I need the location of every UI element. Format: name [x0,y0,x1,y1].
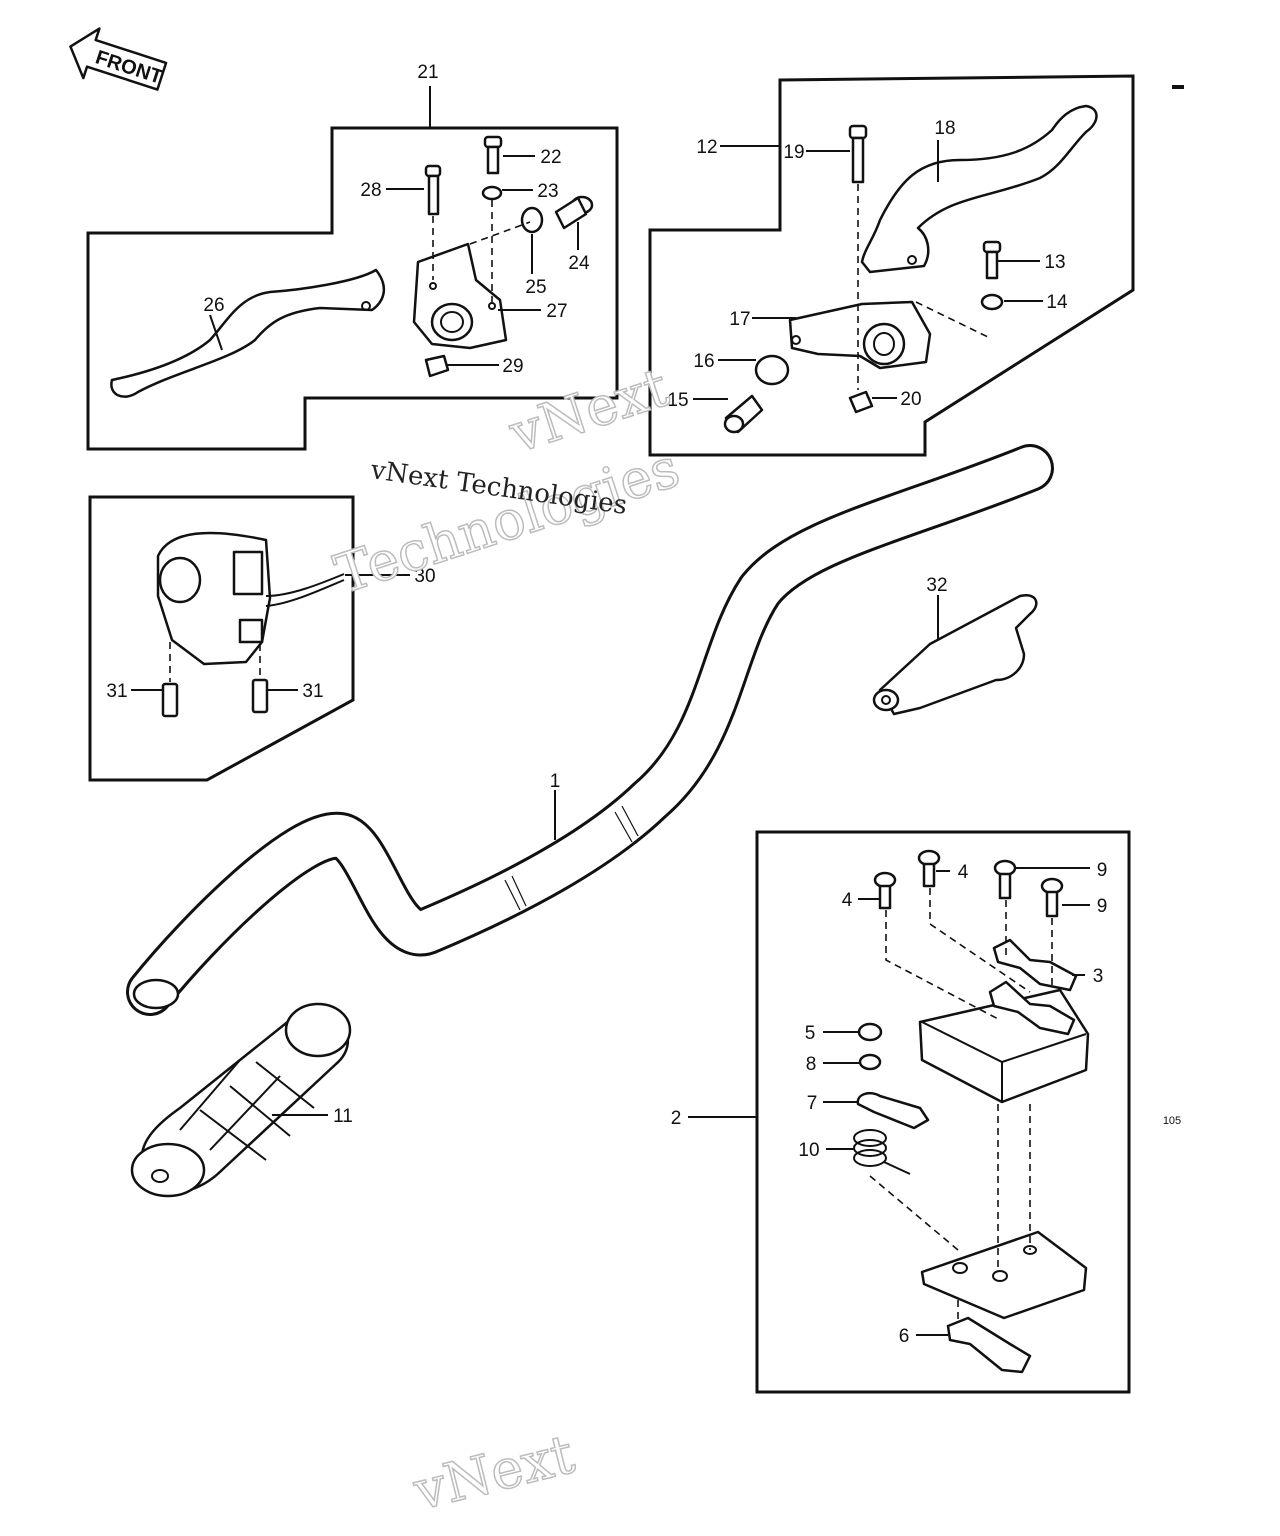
callout: 9 [1097,860,1108,881]
handlebar-1 [126,444,1054,1016]
callout: 15 [667,390,688,411]
callout: 19 [783,142,804,163]
callout: 30 [414,566,435,587]
callout: 25 [525,277,546,298]
callout: 18 [934,118,955,139]
callout: 4 [958,862,969,883]
box-2-outline [755,830,1131,1394]
callout: 26 [203,295,224,316]
callout: 12 [696,137,717,158]
knurl-marks [504,805,639,911]
bolt-13 [982,240,1002,280]
callout: 24 [568,253,590,274]
callout: 23 [537,181,558,202]
callout: 14 [1046,292,1068,313]
washer-23 [481,185,503,201]
adjuster-15 [723,394,764,434]
nut-20 [848,390,874,414]
screw-9-right [1040,877,1064,918]
bolt-22 [483,135,503,175]
bolt-19 [848,124,868,184]
grip-11 [130,1002,352,1198]
callout: 22 [540,147,561,168]
screw-4-left [873,871,897,910]
lever-holder-27 [412,242,508,350]
page-code: 105 [1163,1115,1181,1127]
screw-4-right [917,849,941,888]
callout: 31 [302,681,323,702]
callout: 8 [806,1054,817,1075]
callout: 17 [729,309,750,330]
callout: 32 [926,575,947,596]
callout: 2 [671,1108,682,1129]
lever-holder-17 [788,300,932,370]
watermark-bottom: vNext [406,1422,581,1524]
nut-5 [857,1022,883,1042]
cover-32 [872,593,1038,716]
clamp-3 [988,938,1078,1036]
callout: 1 [550,771,561,792]
callout: 3 [1093,966,1104,987]
switch-housing-30 [156,531,345,666]
callout: 20 [900,389,921,410]
washer-14 [980,293,1004,311]
callout: 27 [546,301,567,322]
leader-lines [131,140,1090,1336]
washer-25 [520,206,544,234]
callout: 10 [798,1140,819,1161]
screw-31-right [251,678,269,714]
screw-9-left [993,859,1017,900]
callout: 13 [1044,252,1065,273]
callout: 28 [360,180,381,201]
adjuster-24 [554,195,594,230]
callout: 7 [807,1093,818,1114]
callout: 16 [693,351,714,372]
switch-6 [946,1316,1032,1374]
callout: 11 [333,1106,353,1127]
box-12-outline [648,74,1135,457]
spring-10 [853,1129,911,1175]
lever-18 [860,104,1098,274]
callout: 9 [1097,896,1108,917]
box-21-outline [86,126,619,451]
callout: 6 [899,1326,910,1347]
callout-labels: 1 2 3 4 4 5 6 7 8 9 9 10 11 12 13 14 15 … [106,62,1107,1347]
handlebar-end [132,978,180,1010]
callout: 21 [417,62,438,83]
washer-8 [858,1053,882,1071]
callout: 5 [805,1023,816,1044]
box-30-outline [88,495,355,782]
watermark-word-3: vNext [407,1422,581,1523]
nut-16 [754,354,790,386]
screw-31-left [161,682,179,718]
nut-29 [424,354,450,378]
reservoir-base [920,1230,1088,1320]
plate-7 [856,1092,930,1130]
front-arrow-badge: FRONT [69,27,168,91]
callout: 4 [842,890,853,911]
bolt-28 [424,164,442,216]
callout: 29 [502,356,523,377]
callout: 31 [106,681,127,702]
lever-26 [110,268,385,398]
